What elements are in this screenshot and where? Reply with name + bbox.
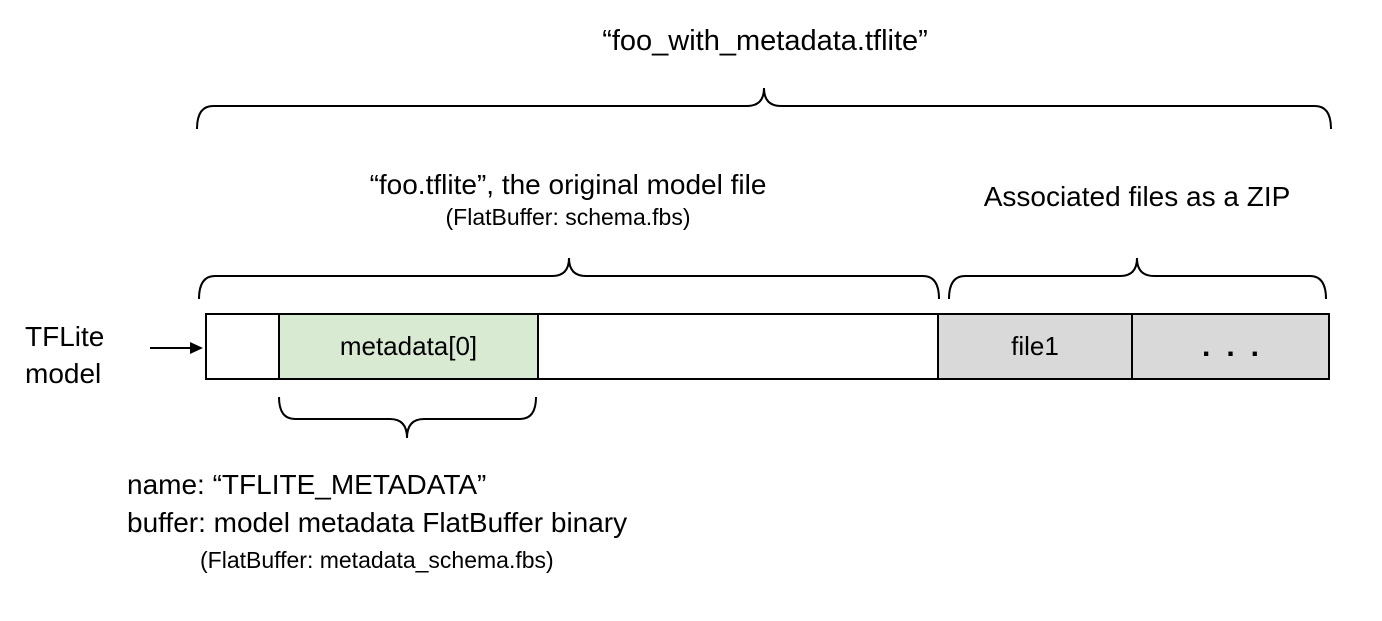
model-file-label-text: “foo.tflite”, the original model file: [369, 169, 767, 200]
metadata-note: name: “TFLITE_METADATA” buffer: model me…: [127, 466, 727, 575]
metadata-note-schema: (FlatBuffer: metadata_schema.fbs): [200, 547, 554, 573]
brace-associated-files: [948, 257, 1327, 300]
bar-segment-empty-1: [207, 315, 280, 378]
metadata-note-name: name: “TFLITE_METADATA”: [127, 469, 487, 500]
bar-segment-empty-2: [539, 315, 939, 378]
bar-segment-file1: file1: [939, 315, 1133, 378]
bar-segment-more-files: ...: [1133, 315, 1328, 378]
brace-whole-file: [196, 87, 1332, 130]
diagram-title: “foo_with_metadata.tflite”: [602, 25, 928, 57]
bar-segment-metadata: metadata[0]: [280, 315, 539, 378]
model-file-label: “foo.tflite”, the original model file (F…: [268, 168, 868, 232]
tflite-model-label: TFLite model: [25, 321, 105, 389]
brace-model-file: [198, 257, 940, 300]
model-bytes-bar: metadata[0] file1 ...: [205, 313, 1330, 380]
brace-metadata-buffer: [278, 396, 537, 439]
associated-files-label: Associated files as a ZIP: [983, 181, 1291, 212]
metadata-note-buffer: buffer: model metadata FlatBuffer binary: [127, 507, 628, 538]
arrow-right-icon: [150, 342, 203, 354]
model-file-sublabel: (FlatBuffer: schema.fbs): [445, 204, 691, 230]
